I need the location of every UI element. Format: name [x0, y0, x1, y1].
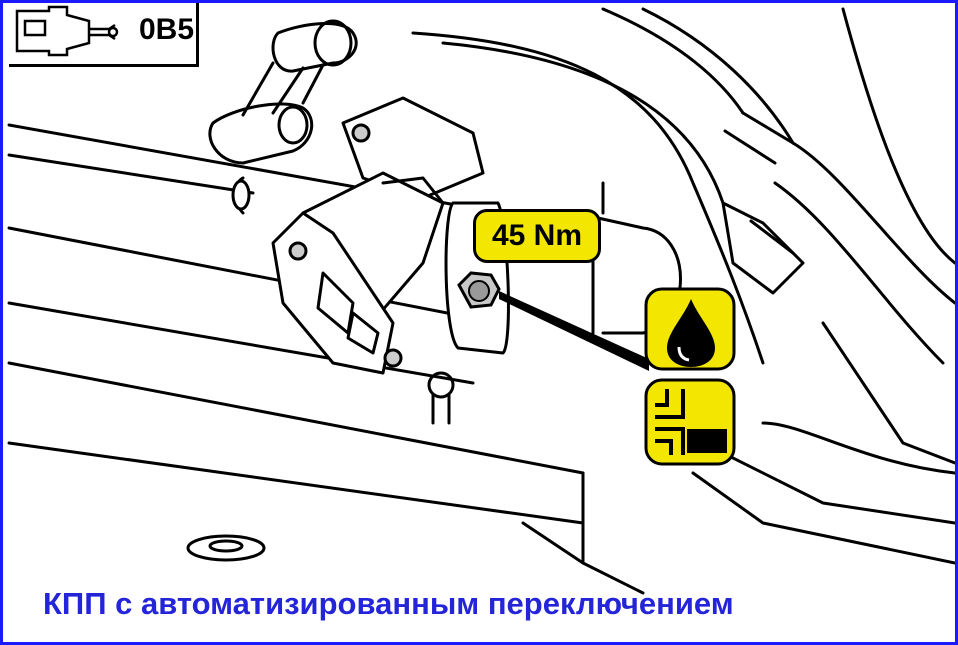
selector-mechanism [208, 19, 485, 375]
caption: КПП с автоматизированным переключением [43, 586, 734, 621]
transmission-illustration [7, 7, 955, 595]
fill-plug-bolt [457, 271, 501, 309]
washer [186, 534, 266, 562]
housing-outline [7, 123, 645, 595]
gearbox-icon [15, 5, 119, 57]
leader-line [499, 291, 649, 371]
transmission-code-box: 0B5 [9, 3, 199, 67]
oil-fill-level-icon [644, 378, 736, 466]
transmission-code: 0B5 [139, 13, 195, 46]
torque-badge: 45 Nm [473, 209, 601, 263]
hoses [411, 7, 955, 365]
oil-drop-icon [644, 287, 736, 371]
torque-value: 45 Nm [491, 219, 583, 252]
hanger-hook [427, 371, 455, 425]
lower-right-structure [691, 321, 955, 565]
